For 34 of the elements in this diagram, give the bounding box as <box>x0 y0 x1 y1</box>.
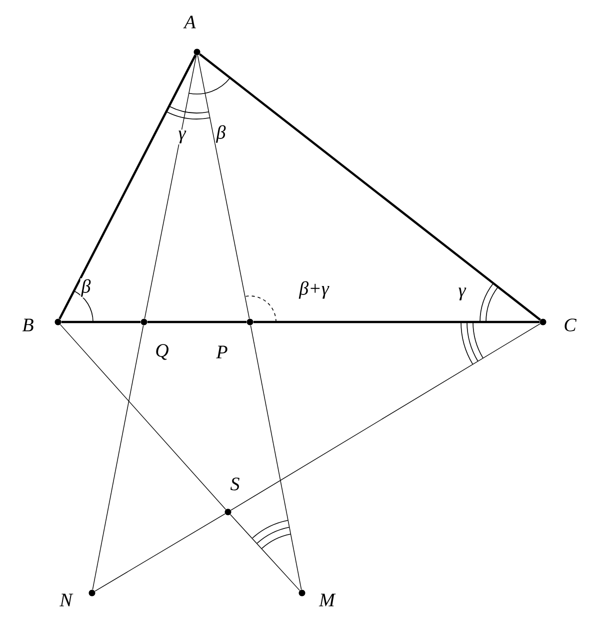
line-segment <box>230 514 300 591</box>
node-label: N <box>60 594 74 606</box>
node-label: C <box>564 318 577 332</box>
node-label: S <box>230 478 240 490</box>
node-label: P <box>216 346 228 358</box>
point: Q <box>140 318 168 360</box>
angle-label: γ <box>457 286 467 302</box>
point: M <box>298 590 336 606</box>
line-segment <box>58 54 196 320</box>
angle-label: γ <box>177 130 187 144</box>
angle-label: β <box>80 278 92 298</box>
line-segment <box>199 53 541 321</box>
line-segment <box>144 55 197 319</box>
point: P <box>216 318 254 358</box>
angle-label: β+γ <box>298 280 330 300</box>
point: S <box>224 478 240 516</box>
line-segment <box>253 320 540 324</box>
point: B <box>22 318 62 332</box>
angle-label: β <box>215 124 227 144</box>
node-label: A <box>183 16 196 28</box>
node-label: Q <box>156 344 169 360</box>
line-segment <box>250 325 302 590</box>
line-segment <box>94 513 226 592</box>
line-segment <box>60 324 226 510</box>
line-segment <box>230 323 540 511</box>
line-segment <box>197 55 250 319</box>
point: C <box>540 318 577 332</box>
node-label: B <box>22 318 34 332</box>
node-label: M <box>318 594 336 606</box>
line-segment <box>61 320 141 324</box>
point: N <box>60 590 96 606</box>
line-segment <box>147 320 247 324</box>
point: A <box>183 16 200 56</box>
line-segment <box>92 325 144 590</box>
